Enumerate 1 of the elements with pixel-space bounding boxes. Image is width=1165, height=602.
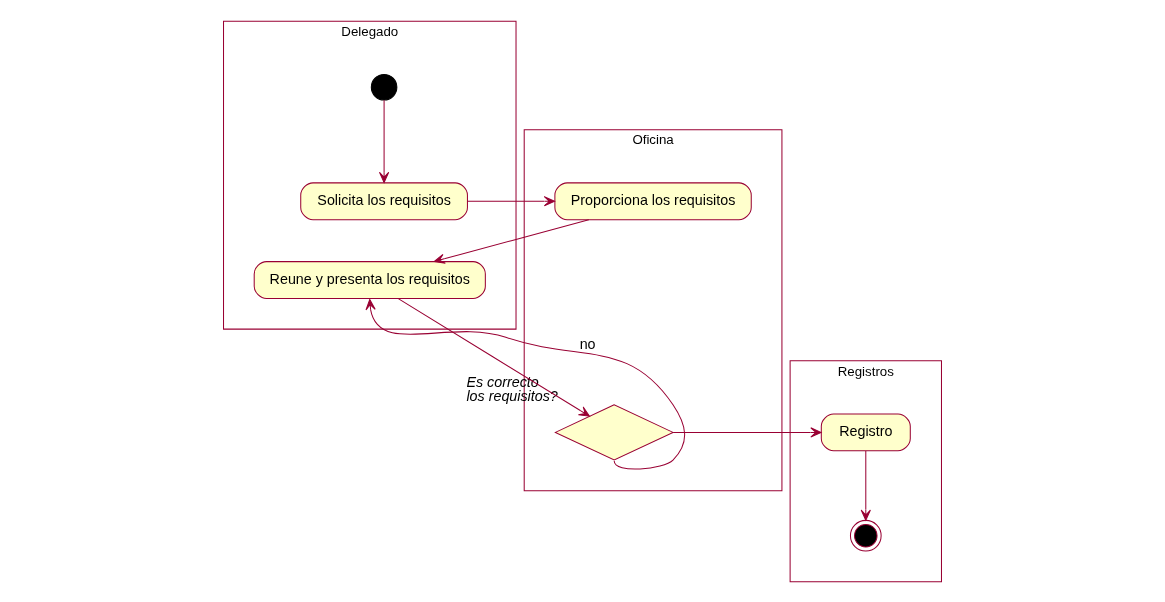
edge-label: no — [579, 335, 596, 352]
